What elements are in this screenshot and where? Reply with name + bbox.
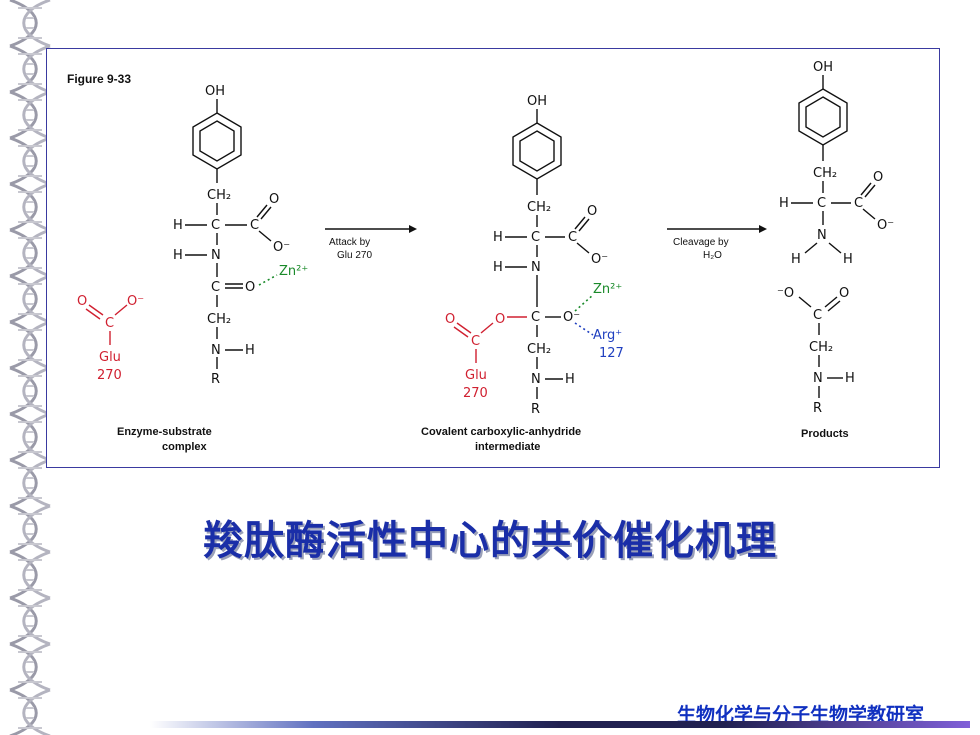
svg-text:O: O [445,312,455,327]
svg-text:O: O [873,170,883,185]
svg-text:C: C [105,316,114,331]
left-ch2-label: CH₂ [207,188,231,203]
svg-text:C: C [817,196,826,211]
left-oh-label: OH [205,84,225,99]
intermediate-structure: OH CH₂ H C C O O⁻ H N C O⁻ Zn²⁺ Arg⁺ 127… [493,94,624,417]
svg-text:N: N [211,343,221,358]
svg-text:⁻O: ⁻O [777,286,794,301]
svg-text:O⁻: O⁻ [877,218,894,233]
svg-text:OH: OH [527,94,547,109]
svg-text:270: 270 [463,386,488,401]
figure-panel: Figure 9-33 OH CH₂ H C C O O⁻ H N C O Zn… [46,48,940,468]
svg-text:N: N [813,371,823,386]
svg-text:OH: OH [813,60,833,75]
svg-text:O: O [495,312,505,327]
svg-text:C: C [211,218,220,233]
svg-text:N: N [531,260,541,275]
svg-text:270: 270 [97,368,122,383]
svg-text:C: C [471,334,480,349]
svg-text:complex: complex [162,441,208,453]
svg-text:O⁻: O⁻ [273,240,290,255]
footer-department: 生物化学与分子生物学教研室 [676,704,924,726]
svg-text:H: H [845,371,855,386]
svg-text:127: 127 [599,346,624,361]
svg-text:CH₂: CH₂ [809,340,833,355]
svg-text:H: H [493,260,503,275]
svg-text:Cleavage by: Cleavage by [673,237,729,248]
svg-text:CH₂: CH₂ [207,312,231,327]
svg-text:intermediate: intermediate [475,441,540,453]
footer-gradient-bar [150,721,970,728]
svg-text:H: H [791,252,801,267]
figure-label: Figure 9-33 [67,72,131,86]
svg-text:C: C [531,230,540,245]
svg-text:Enzyme-substrate: Enzyme-substrate [117,426,212,438]
svg-text:O: O [245,280,255,295]
svg-text:O: O [269,192,279,207]
svg-text:N: N [817,228,827,243]
left-glu-label: Glu [99,350,121,365]
svg-text:R: R [531,402,540,417]
svg-text:Covalent carboxylic-anhydride: Covalent carboxylic-anhydride [421,426,581,438]
svg-text:C: C [211,280,220,295]
svg-text:O⁻: O⁻ [563,310,580,325]
svg-text:Attack by: Attack by [329,237,370,248]
slide-title: 羧肽酶活性中心的共价催化机理 [203,517,777,564]
svg-text:H: H [173,218,183,233]
svg-text:C: C [250,218,259,233]
svg-text:H: H [843,252,853,267]
svg-text:H: H [565,372,575,387]
svg-text:O: O [839,286,849,301]
svg-text:H₂O: H₂O [703,250,722,261]
product-peptide: ⁻O C O CH₂ N H R [777,286,855,416]
svg-text:Glu 270: Glu 270 [337,250,372,261]
svg-text:C: C [854,196,863,211]
svg-text:O: O [587,204,597,219]
left-zinc-label: Zn²⁺ [279,264,308,279]
svg-text:H: H [779,196,789,211]
svg-text:H: H [245,343,255,358]
svg-text:H: H [173,248,183,263]
reaction-mechanism-diagram: Figure 9-33 OH CH₂ H C C O O⁻ H N C O Zn… [67,60,894,453]
enzyme-substrate-structure: OH CH₂ H C C O O⁻ H N C O Zn²⁺ CH₂ N H R [173,84,308,387]
svg-text:O⁻: O⁻ [127,294,144,309]
svg-text:C: C [813,308,822,323]
middle-glu-label: Glu [465,368,487,383]
svg-text:O: O [77,294,87,309]
arrow-attack: Attack by Glu 270 [325,225,417,261]
arrow-cleavage: Cleavage by H₂O [667,225,767,261]
product-tyrosine: OH CH₂ H C C O O⁻ N H H [779,60,894,267]
svg-text:Products: Products [801,428,849,440]
left-glu-carboxylate: O C O⁻ Glu 270 [77,294,144,383]
svg-text:O⁻: O⁻ [591,252,608,267]
svg-text:N: N [531,372,541,387]
arg-label: Arg⁺ [593,328,622,343]
svg-text:R: R [211,372,220,387]
middle-zinc-label: Zn²⁺ [593,282,622,297]
svg-text:N: N [211,248,221,263]
svg-text:CH₂: CH₂ [527,342,551,357]
middle-glu-anhydride: O C O Glu 270 [445,312,527,401]
svg-text:H: H [493,230,503,245]
svg-text:CH₂: CH₂ [813,166,837,181]
svg-text:C: C [531,310,540,325]
svg-text:CH₂: CH₂ [527,200,551,215]
svg-text:C: C [568,230,577,245]
svg-text:R: R [813,401,822,416]
